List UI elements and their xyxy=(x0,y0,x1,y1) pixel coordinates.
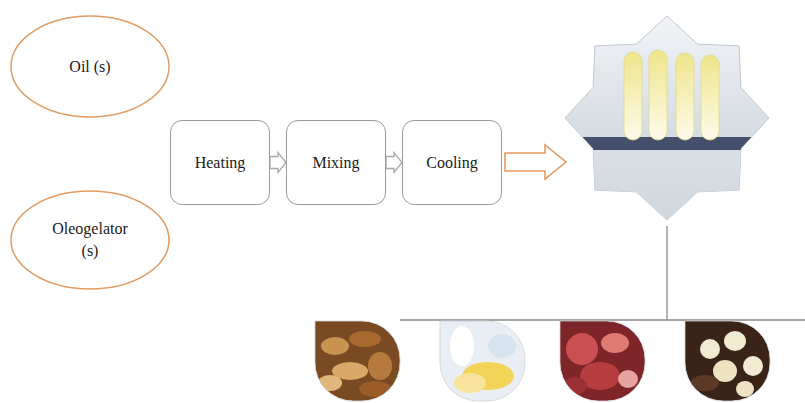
food-photo xyxy=(560,321,645,401)
block-arrow xyxy=(386,153,402,173)
node-label: Heating xyxy=(195,152,246,174)
food-photos xyxy=(315,321,770,401)
node-label: Mixing xyxy=(312,152,359,174)
input-ellipse: Oil (s) xyxy=(10,15,170,118)
oleogel-photo xyxy=(560,16,780,230)
ellipse-outline xyxy=(10,190,170,290)
output-arrow xyxy=(505,145,566,179)
process-box: Mixing xyxy=(286,120,386,205)
food-photo xyxy=(440,321,525,401)
process-box: Cooling xyxy=(402,120,502,205)
branch-line xyxy=(666,226,667,320)
food-photo xyxy=(315,321,400,401)
block-arrow xyxy=(270,153,286,173)
node-label: Oleogelator (s) xyxy=(44,218,136,261)
node-label: Oil (s) xyxy=(69,56,110,78)
node-label: Cooling xyxy=(426,152,478,174)
branch-line xyxy=(400,319,805,320)
input-ellipse: Oleogelator (s) xyxy=(10,190,170,290)
food-photo xyxy=(685,321,770,401)
process-box: Heating xyxy=(170,120,270,205)
